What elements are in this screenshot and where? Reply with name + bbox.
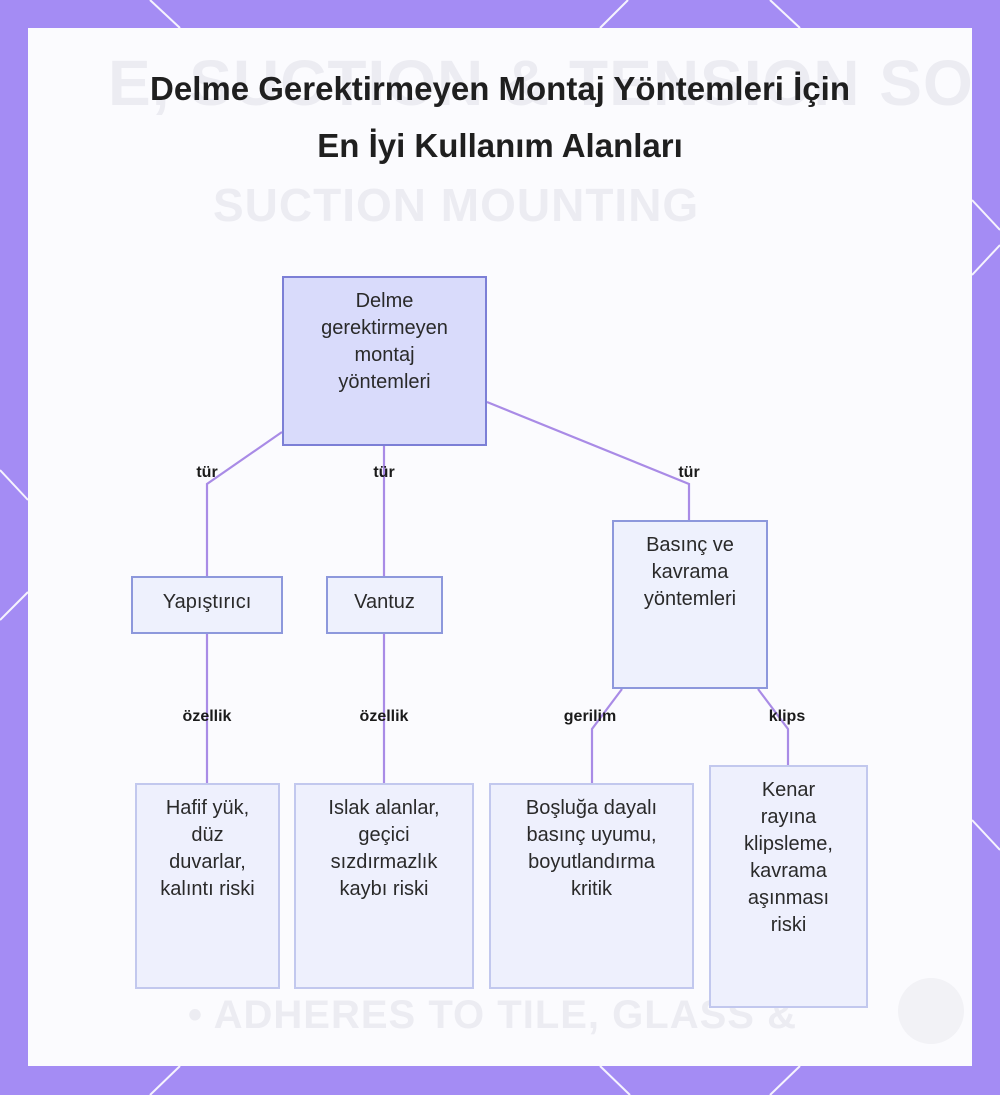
node-suction-detail-label: Islak alanlar, geçici sızdırmazlık kaybı…	[319, 795, 449, 903]
node-root: Delme gerektirmeyen montaj yöntemleri	[282, 276, 487, 446]
node-adhesive-label: Yapıştırıcı	[163, 589, 252, 616]
node-tension-detail: Boşluğa dayalı basınç uyumu, boyutlandır…	[489, 783, 694, 989]
edge-label-type-1: tür	[196, 464, 217, 482]
edge-label-clip: klips	[769, 708, 805, 726]
node-clip-detail: Kenar rayına klipsleme, kavrama aşınması…	[709, 765, 868, 1008]
node-adhesive: Yapıştırıcı	[131, 576, 283, 634]
node-adhesive-detail-label: Hafif yük, düz duvarlar, kalıntı riski	[155, 795, 260, 903]
edge-label-tension: gerilim	[564, 708, 616, 726]
node-clip-detail-label: Kenar rayına klipsleme, kavrama aşınması…	[736, 777, 841, 939]
edge-pressure-tension	[592, 689, 622, 783]
node-root-label: Delme gerektirmeyen montaj yöntemleri	[310, 288, 460, 396]
edge-label-type-3: tür	[678, 464, 699, 482]
node-tension-detail-label: Boşluğa dayalı basınç uyumu, boyutlandır…	[512, 795, 672, 903]
node-pressure: Basınç ve kavrama yöntemleri	[612, 520, 768, 689]
node-suction-detail: Islak alanlar, geçici sızdırmazlık kaybı…	[294, 783, 474, 989]
edge-label-feature-2: özellik	[360, 708, 409, 726]
edge-label-feature-1: özellik	[183, 708, 232, 726]
node-adhesive-detail: Hafif yük, düz duvarlar, kalıntı riski	[135, 783, 280, 989]
edge-root-pressure	[487, 402, 689, 520]
watermark-logo	[898, 978, 964, 1044]
edge-pressure-clip	[758, 689, 788, 765]
node-pressure-label: Basınç ve kavrama yöntemleri	[630, 532, 750, 613]
edge-root-adhesive	[207, 432, 282, 576]
node-suction-label: Vantuz	[354, 589, 415, 616]
node-suction: Vantuz	[326, 576, 443, 634]
page-title: Delme Gerektirmeyen Montaj Yöntemleri İç…	[150, 60, 850, 174]
edge-label-type-2: tür	[373, 464, 394, 482]
